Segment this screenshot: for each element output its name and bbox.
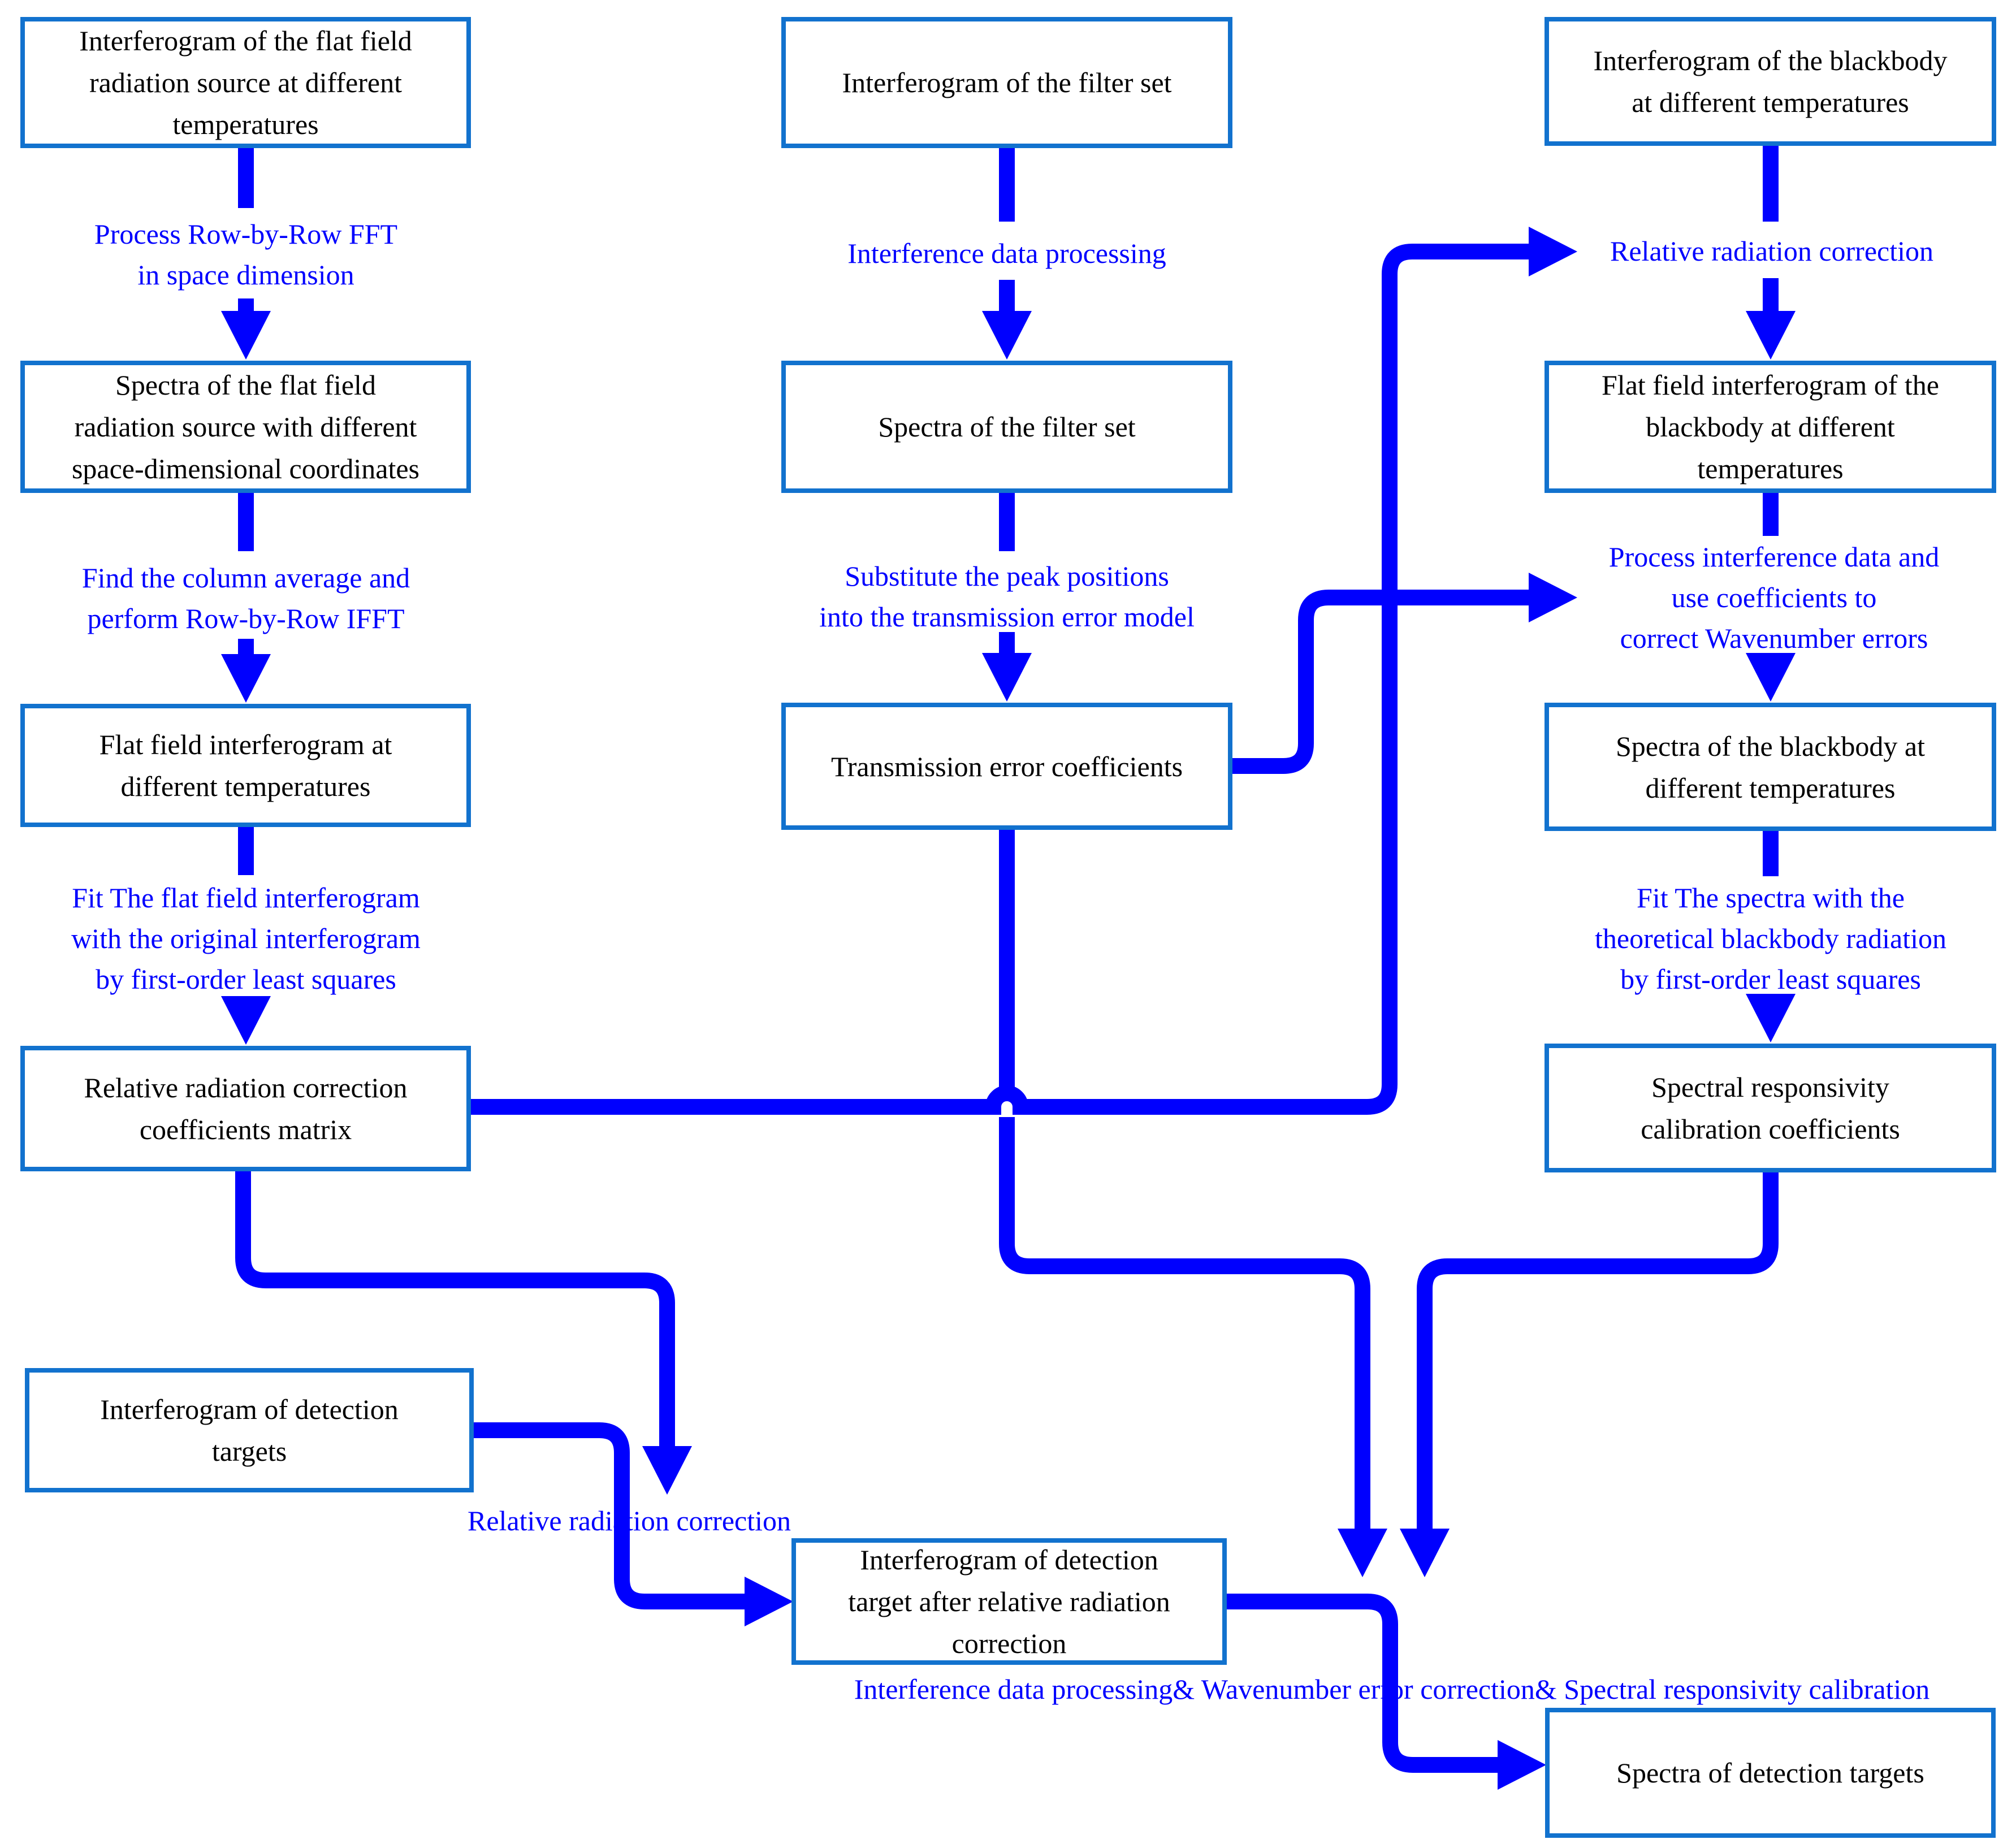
label-bottom-processing-chain: Interference data processing& Wavenumber… [854,1669,1930,1709]
box-line: Interferogram of the filter set [842,67,1172,98]
responsivity-to-bottom-junction-arrowhead [1400,1529,1450,1577]
box-blackbody-interferogram: Interferogram of the blackbody at differe… [1545,17,1996,146]
transmission-to-bottom-junction [999,830,1370,1529]
box-flat-field-spectra: Spectra of the flat field radiation sourc… [20,361,471,493]
transmission-to-wavenumber-label [1232,590,1529,774]
box-line: Flat field interferogram of the [1602,369,1939,401]
box-line: temperatures [172,109,319,140]
label-relative-radiation-correction-bottom: Relative radiation correction [468,1500,791,1541]
v-filter-1-arrowhead [982,311,1032,360]
label-line: Fit The spectra with the [1637,882,1905,914]
transmission-to-bottom-junction-arrowhead [1338,1529,1387,1577]
box-line: Interferogram of the blackbody [1593,45,1948,76]
box-line: Interferogram of the flat field [79,25,412,57]
box-line: Spectra of the blackbody at [1615,730,1926,762]
box-line: Spectra of the filter set [878,411,1136,443]
v-flat-field-1-arrowhead [221,311,271,360]
box-filter-set-interferogram: Interferogram of the filter set [781,17,1232,148]
detection-targets-to-corrected-arrowhead [745,1577,793,1626]
label-fit-spectra-theoretical-blackbody: Fit The spectra with the theoretical blac… [1595,877,1946,999]
label-line: theoretical blackbody radiation [1595,923,1946,954]
detection-targets-to-corrected [474,1422,745,1609]
box-line: radiation source at different [89,67,402,98]
box-line: blackbody at different [1646,411,1895,443]
box-line: Spectra of detection targets [1616,1757,1924,1789]
v-blackbody-3-arrowhead [1746,994,1796,1042]
box-blackbody-flat-field-interferogram: Flat field interferogram of the blackbody… [1545,361,1996,493]
label-line: use coefficients to [1671,582,1877,613]
box-blackbody-spectra: Spectra of the blackbody at different tem… [1545,703,1996,831]
box-detection-target-corrected-interferogram: Interferogram of detection target after r… [791,1538,1227,1665]
label-fit-flat-field-interferogram: Fit The flat field interferogram with the… [71,877,421,999]
box-detection-targets-spectra: Spectra of detection targets [1545,1708,1996,1838]
label-line: correct Wavenumber errors [1620,622,1928,654]
box-line: different temperatures [120,771,371,802]
box-line: Spectral responsivity [1651,1071,1889,1103]
box-flat-field-source-interferogram: Interferogram of the flat field radiation… [20,17,471,148]
box-line: Spectra of the flat field [115,369,376,401]
box-line: Flat field interferogram at [99,729,392,760]
label-relative-radiation-correction-top: Relative radiation correction [1610,231,1933,271]
label-line: Find the column average and [81,562,410,594]
box-line: calibration coefficients [1641,1113,1900,1145]
transmission-to-wavenumber-label-arrowhead [1529,573,1577,622]
label-line: in space dimension [137,259,354,291]
label-line: with the original interferogram [71,923,421,954]
box-filter-set-spectra: Spectra of the filter set [781,361,1232,493]
box-line: at different temperatures [1632,86,1909,118]
label-line: by first-order least squares [1620,963,1921,995]
v-flat-field-2-arrowhead [221,654,271,703]
box-spectral-responsivity-coefficients: Spectral responsivity calibration coeffic… [1545,1044,1996,1172]
box-line: Relative radiation correction [84,1072,408,1103]
label-line: Process Row-by-Row FFT [94,218,398,250]
v-filter-2-arrowhead [982,653,1032,702]
box-line: temperatures [1697,453,1844,484]
label-line: Interference data processing [847,237,1166,269]
matrix-to-relative-correction-label-arrowhead [1529,227,1577,276]
label-line: Relative radiation correction [1610,235,1933,267]
corrected-to-detection-spectra-arrowhead [1498,1740,1546,1790]
label-find-column-average-ifft: Find the column average and perform Row-b… [82,557,410,639]
v-blackbody-1-arrowhead [1746,311,1796,360]
box-line: Transmission error coefficients [830,750,1183,782]
matrix-to-relative-correction-label [471,244,1529,1115]
box-line: target after relative radiation [848,1586,1170,1617]
label-process-correct-wavenumber-errors: Process interference data and use coeffic… [1609,536,1939,659]
box-flat-field-interferogram-temperatures: Flat field interferogram at different tem… [20,704,471,827]
box-line: Interferogram of detection [100,1393,399,1425]
box-line: different temperatures [1645,772,1896,804]
box-line: space-dimensional coordinates [71,453,420,484]
box-line: radiation source with different [74,411,417,443]
label-line: by first-order least squares [96,963,396,995]
label-line: Interference data processing& Wavenumber… [854,1673,1930,1705]
box-line: Interferogram of detection [860,1544,1158,1576]
label-process-row-by-row-fft: Process Row-by-Row FFT in space dimension [94,214,397,295]
label-line: into the transmission error model [819,601,1195,633]
label-line: Relative radiation correction [468,1505,791,1537]
label-substitute-peak-positions: Substitute the peak positions into the tr… [819,556,1195,637]
v-blackbody-2-arrowhead [1746,653,1796,702]
matrix-to-bottom-label [235,1171,675,1446]
responsivity-to-bottom-junction [1417,1172,1779,1529]
box-line: targets [211,1435,287,1467]
box-line: correction [951,1628,1067,1659]
label-line: Substitute the peak positions [845,560,1169,592]
box-transmission-error-coefficients: Transmission error coefficients [781,703,1232,830]
label-line: Process interference data and [1608,541,1940,573]
label-interference-data-processing: Interference data processing [847,233,1166,274]
matrix-to-bottom-label-arrowhead [642,1446,692,1495]
box-line: coefficients matrix [139,1114,352,1145]
box-detection-targets-interferogram: Interferogram of detection targets [25,1368,474,1492]
label-line: perform Row-by-Row IFFT [87,603,405,634]
label-line: Fit The flat field interferogram [72,882,420,914]
box-relative-radiation-correction-matrix: Relative radiation correction coefficient… [20,1046,471,1171]
v-flat-field-3-arrowhead [221,996,271,1045]
corrected-to-detection-spectra [1227,1594,1498,1773]
